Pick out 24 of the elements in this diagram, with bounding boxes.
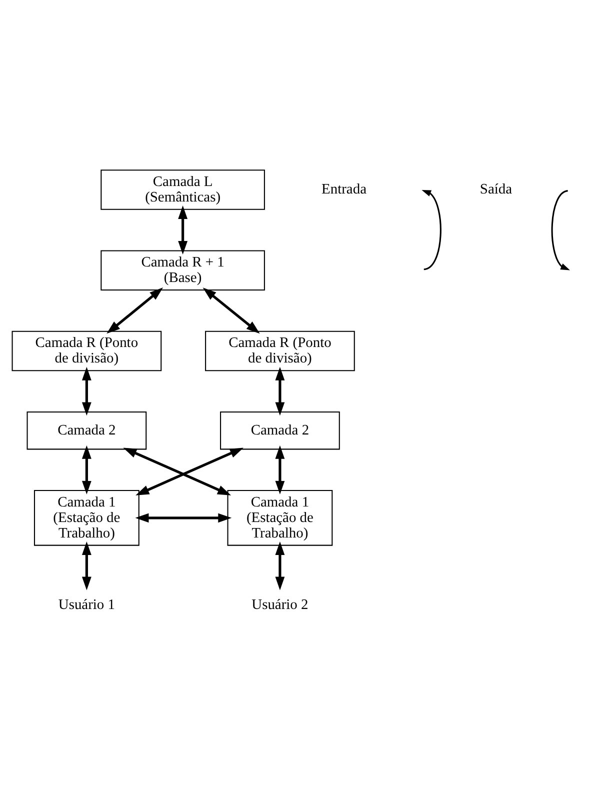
- arrow: [136, 447, 244, 495]
- node-box: Camada 1 (Estação de Trabalho): [227, 490, 333, 546]
- arrow: [275, 366, 285, 416]
- node-box: Camada L (Semânticas): [100, 169, 265, 210]
- node-box: Camada R + 1 (Base): [100, 250, 265, 290]
- arrow: [123, 447, 232, 495]
- arrow: [82, 444, 92, 494]
- arrow: [82, 541, 92, 590]
- node-box: Camada 2: [220, 410, 340, 450]
- arrow: [202, 287, 260, 334]
- arrow: [275, 541, 285, 590]
- node-text: Usuário 1: [58, 596, 115, 613]
- node-box: Camada 1 (Estação de Trabalho): [34, 490, 140, 546]
- arrow: [106, 287, 164, 334]
- node-box: Camada R (Ponto de divisão): [205, 330, 355, 371]
- label: Entrada: [322, 181, 367, 198]
- arrow: [82, 366, 92, 416]
- arrow: [178, 205, 188, 254]
- arrow: [135, 512, 232, 522]
- label: Saída: [480, 181, 512, 198]
- node-text: Usuário 2: [252, 596, 308, 613]
- node-box: Camada R (Ponto de divisão): [12, 330, 162, 371]
- node-box: Camada 2: [26, 410, 147, 450]
- arrow: [275, 444, 285, 494]
